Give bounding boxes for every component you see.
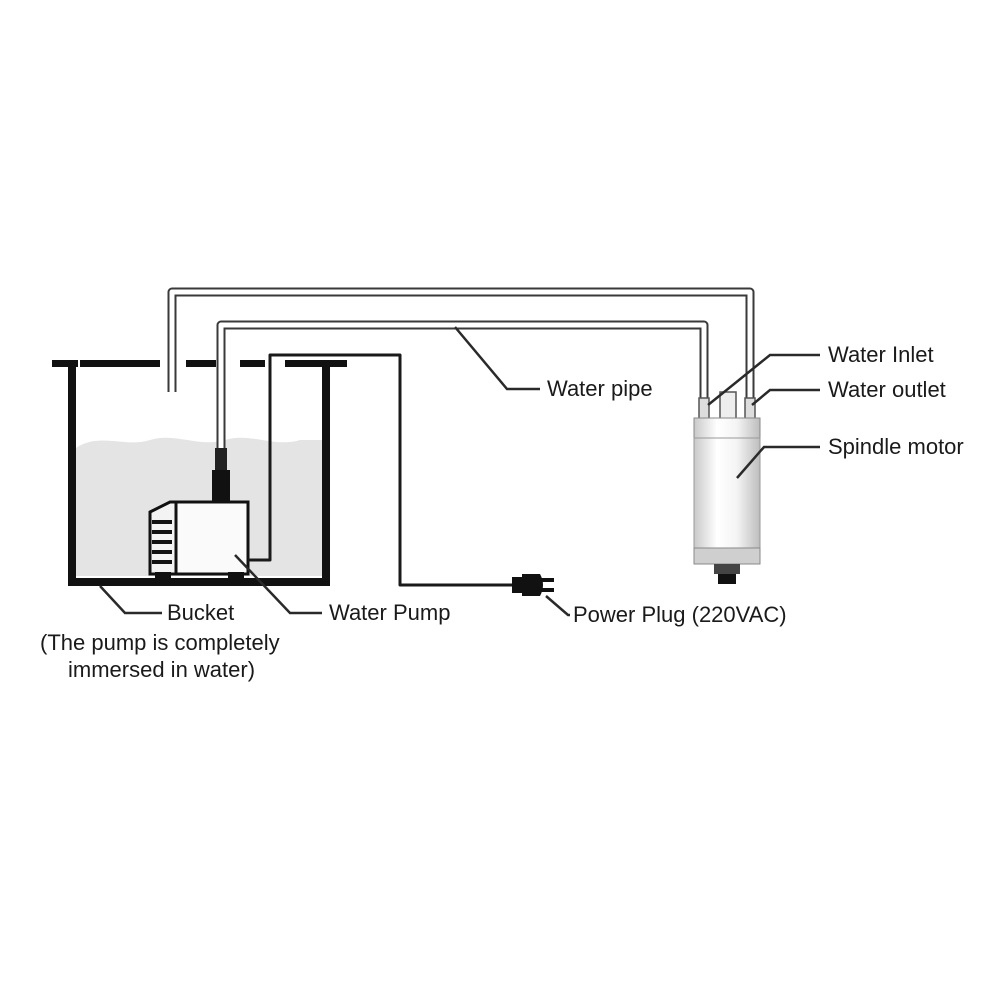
label-water-outlet: Water outlet xyxy=(828,377,946,402)
label-bucket-note-1: (The pump is completely xyxy=(40,630,280,655)
return-pipe xyxy=(167,287,755,400)
bucket-rim-segment xyxy=(186,360,216,367)
leader-bucket xyxy=(99,585,162,615)
spindle-motor xyxy=(693,391,761,584)
bucket-rim-left xyxy=(52,360,78,367)
water-pipes xyxy=(167,287,755,452)
power-cable xyxy=(248,353,512,587)
bucket-rim-segment xyxy=(285,360,347,367)
bucket-rim-segment xyxy=(80,360,160,367)
leader-water-outlet xyxy=(751,388,820,406)
leader-lines xyxy=(99,326,820,617)
bucket-rim-segment xyxy=(240,360,265,367)
water-pump xyxy=(148,448,250,578)
label-spindle-motor: Spindle motor xyxy=(828,434,964,459)
power-plug-icon xyxy=(512,574,554,596)
leader-water-pump xyxy=(234,554,322,615)
label-water-pipe: Water pipe xyxy=(547,376,653,401)
leader-spindle-motor xyxy=(736,445,820,479)
label-bucket: Bucket xyxy=(167,600,234,625)
label-bucket-note-2: immersed in water) xyxy=(68,657,255,682)
leader-power-plug xyxy=(545,595,570,617)
bucket-walls xyxy=(68,364,330,586)
spindle-body xyxy=(693,437,761,549)
leader-water-pipe xyxy=(454,326,540,391)
label-water-inlet: Water Inlet xyxy=(828,342,934,367)
label-power-plug: Power Plug (220VAC) xyxy=(573,602,787,627)
label-water-pump: Water Pump xyxy=(329,600,450,625)
leader-water-inlet xyxy=(707,353,820,406)
